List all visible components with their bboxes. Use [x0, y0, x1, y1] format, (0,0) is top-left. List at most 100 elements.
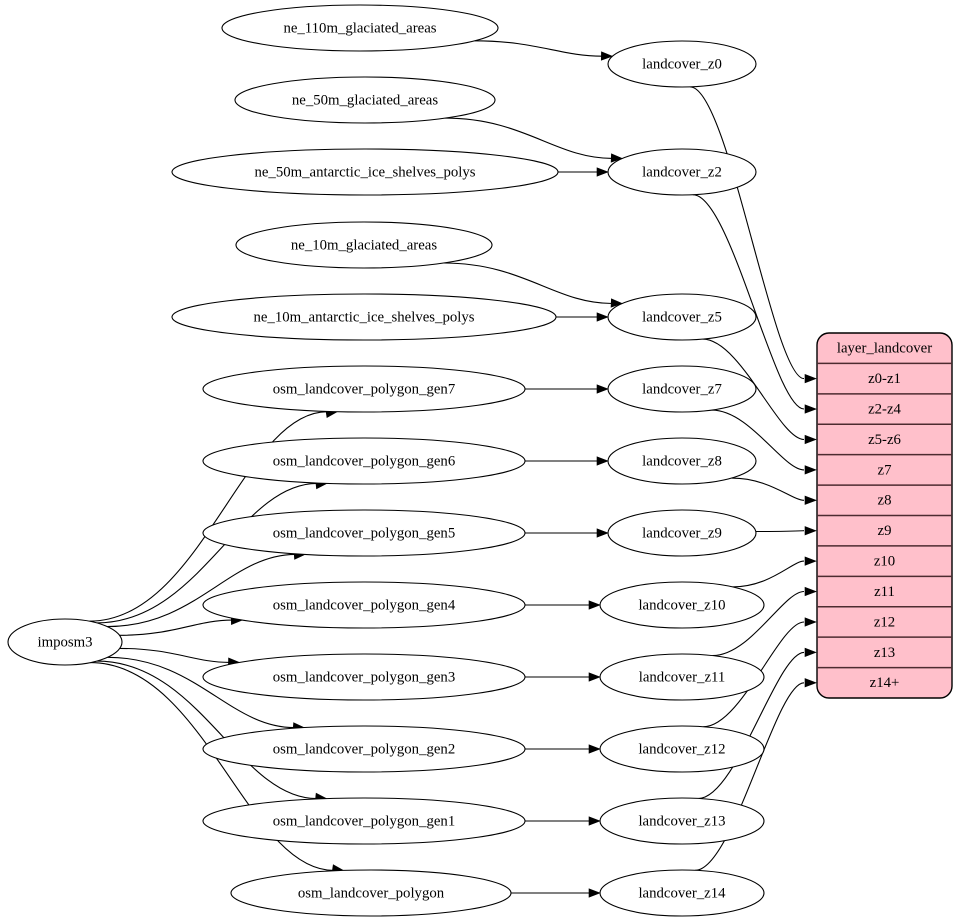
node-label-osm_landcover_polygon_gen3: osm_landcover_polygon_gen3 [273, 669, 455, 685]
node-label-ne_50m_glaciated_areas: ne_50m_glaciated_areas [292, 92, 438, 108]
edge-ne_50m_glaciated_areas-to-landcover_z2 [444, 117, 613, 159]
edge-osm_landcover_polygon_gen4-to-landcover_z10-arrowhead [588, 600, 601, 610]
edge-landcover_z0-to-z0-z1-arrowhead [804, 373, 817, 384]
edge-ne_50m_glaciated_areas-to-landcover_z2-arrowhead [610, 153, 624, 163]
edge-osm_landcover_polygon-to-landcover_z14-arrowhead [588, 888, 601, 898]
edge-imposm3-to-osm_landcover_polygon_gen5 [107, 553, 296, 628]
table-row-z11[interactable]: z11 [874, 584, 895, 600]
node-ne_50m_antarctic_ice_shelves_polys[interactable]: ne_50m_antarctic_ice_shelves_polys [171, 148, 559, 196]
node-label-osm_landcover_polygon_gen4: osm_landcover_polygon_gen4 [273, 597, 456, 613]
table-row-z5-z6[interactable]: z5-z6 [868, 432, 901, 448]
node-label-landcover_z11: landcover_z11 [639, 669, 726, 685]
edge-imposm3-to-osm_landcover_polygon_gen3 [119, 647, 230, 663]
node-landcover_z10[interactable]: landcover_z10 [599, 581, 765, 629]
node-label-osm_landcover_polygon_gen5: osm_landcover_polygon_gen5 [273, 525, 455, 541]
edge-landcover_z0-to-z0-z1 [690, 86, 805, 380]
node-label-osm_landcover_polygon_gen1: osm_landcover_polygon_gen1 [273, 813, 455, 829]
node-osm_landcover_polygon_gen2[interactable]: osm_landcover_polygon_gen2 [202, 725, 526, 773]
node-label-osm_landcover_polygon_gen2: osm_landcover_polygon_gen2 [273, 741, 455, 757]
edge-osm_landcover_polygon_gen3-to-landcover_z11-arrowhead [588, 672, 601, 682]
node-label-landcover_z9: landcover_z9 [642, 525, 722, 541]
table-row-z12[interactable]: z12 [874, 614, 895, 630]
node-label-landcover_z5: landcover_z5 [642, 309, 722, 325]
edge-landcover_z2-to-z2-z4-arrowhead [804, 404, 817, 414]
table-row-z7[interactable]: z7 [878, 462, 892, 478]
edge-imposm3-to-osm_landcover_polygon_gen4 [119, 619, 233, 636]
nodes-layer: imposm3 ne_110m_glaciated_areas ne_50m_gla… [7, 4, 765, 917]
node-label-landcover_z7: landcover_z7 [642, 381, 722, 397]
edge-ne_10m_glaciated_areas-to-landcover_z5 [443, 262, 613, 305]
edge-ne_10m_antarctic_ice_shelves_polys-to-landcover_z5-arrowhead [596, 312, 609, 322]
edge-landcover_z13-to-z13 [698, 651, 805, 800]
edge-landcover_z9-to-z9-arrowhead [804, 526, 817, 536]
edge-imposm3-to-osm_landcover_polygon_gen1 [96, 660, 317, 800]
node-label-ne_50m_antarctic_ice_shelves_polys: ne_50m_antarctic_ice_shelves_polys [254, 164, 475, 180]
table-row-z13[interactable]: z13 [874, 645, 895, 661]
node-imposm3[interactable]: imposm3 [7, 618, 123, 666]
node-label-osm_landcover_polygon: osm_landcover_polygon [298, 885, 445, 901]
edge-ne_110m_glaciated_areas-to-landcover_z0 [474, 40, 603, 57]
edge-landcover_z7-to-z7-arrowhead [804, 465, 817, 475]
node-ne_10m_antarctic_ice_shelves_polys[interactable]: ne_10m_antarctic_ice_shelves_polys [171, 293, 557, 341]
edge-ne_110m_glaciated_areas-to-landcover_z0-arrowhead [600, 51, 614, 61]
table-row-z9[interactable]: z9 [878, 523, 892, 539]
node-label-landcover_z14: landcover_z14 [638, 885, 726, 901]
node-landcover_z8[interactable]: landcover_z8 [607, 437, 757, 485]
edge-ne_10m_glaciated_areas-to-landcover_z5-arrowhead [610, 298, 624, 308]
table-row-z10[interactable]: z10 [874, 554, 895, 570]
node-landcover_z14[interactable]: landcover_z14 [599, 869, 765, 917]
node-osm_landcover_polygon_gen3[interactable]: osm_landcover_polygon_gen3 [202, 653, 526, 701]
node-landcover_z11[interactable]: landcover_z11 [599, 653, 765, 701]
edge-landcover_z9-to-z9 [755, 530, 805, 533]
node-landcover_z13[interactable]: landcover_z13 [599, 797, 765, 845]
edge-landcover_z12-to-z12-arrowhead [804, 617, 817, 627]
table-row-z8[interactable]: z8 [878, 493, 892, 509]
edge-imposm3-to-osm_landcover_polygon [90, 662, 334, 871]
node-ne_50m_glaciated_areas[interactable]: ne_50m_glaciated_areas [234, 76, 496, 124]
node-landcover_z12[interactable]: landcover_z12 [599, 725, 765, 773]
edge-landcover_z8-to-z8-arrowhead [804, 495, 817, 505]
node-label-osm_landcover_polygon_gen6: osm_landcover_polygon_gen6 [273, 453, 455, 469]
edge-landcover_z10-to-z10-arrowhead [804, 556, 817, 566]
node-label-ne_10m_glaciated_areas: ne_10m_glaciated_areas [291, 237, 437, 253]
edge-landcover_z10-to-z10 [732, 560, 805, 588]
node-ne_110m_glaciated_areas[interactable]: ne_110m_glaciated_areas [221, 4, 499, 52]
edge-landcover_z14-to-z14+ [695, 682, 805, 871]
node-label-imposm3: imposm3 [37, 634, 92, 650]
node-ne_10m_glaciated_areas[interactable]: ne_10m_glaciated_areas [235, 221, 493, 269]
node-landcover_z9[interactable]: landcover_z9 [607, 509, 757, 557]
node-osm_landcover_polygon_gen5[interactable]: osm_landcover_polygon_gen5 [202, 509, 526, 557]
node-label-landcover_z12: landcover_z12 [638, 741, 725, 757]
node-osm_landcover_polygon_gen4[interactable]: osm_landcover_polygon_gen4 [202, 581, 526, 629]
table-row-z0-z1[interactable]: z0-z1 [868, 371, 901, 387]
node-landcover_z0[interactable]: landcover_z0 [607, 40, 757, 88]
edge-osm_landcover_polygon_gen1-to-landcover_z13-arrowhead [588, 816, 601, 826]
table-row-z14+[interactable]: z14+ [870, 675, 900, 691]
table-header-label: layer_landcover [837, 341, 932, 357]
node-landcover_z2[interactable]: landcover_z2 [607, 148, 757, 196]
edge-osm_landcover_polygon_gen6-to-landcover_z8-arrowhead [596, 456, 609, 466]
node-osm_landcover_polygon_gen6[interactable]: osm_landcover_polygon_gen6 [202, 437, 526, 485]
edge-landcover_z8-to-z8 [731, 477, 805, 501]
node-landcover_z7[interactable]: landcover_z7 [607, 365, 757, 413]
node-label-landcover_z0: landcover_z0 [642, 56, 722, 72]
edge-landcover_z5-to-z5-z6 [702, 338, 805, 441]
node-landcover_z5[interactable]: landcover_z5 [607, 293, 757, 341]
node-osm_landcover_polygon[interactable]: osm_landcover_polygon [230, 869, 512, 917]
edge-landcover_z11-to-z11 [712, 590, 805, 657]
node-label-landcover_z13: landcover_z13 [638, 813, 725, 829]
node-label-landcover_z8: landcover_z8 [642, 453, 722, 469]
edge-imposm3-to-osm_landcover_polygon_gen7 [89, 411, 328, 622]
node-osm_landcover_polygon_gen7[interactable]: osm_landcover_polygon_gen7 [202, 365, 526, 413]
node-label-ne_10m_antarctic_ice_shelves_polys: ne_10m_antarctic_ice_shelves_polys [253, 309, 474, 325]
edge-landcover_z2-to-z2-z4 [692, 194, 805, 410]
edges-layer [89, 40, 817, 898]
table-node-layer-landcover[interactable]: layer_landcover z0-z1 z2-z4 z5-z6 z7 z8 z9 z10 z… [816, 332, 953, 699]
edge-landcover_z14-to-z14+-arrowhead [804, 678, 817, 688]
edge-osm_landcover_polygon_gen2-to-landcover_z12-arrowhead [588, 744, 601, 754]
edge-landcover_z13-to-z13-arrowhead [804, 647, 817, 658]
table-row-z2-z4[interactable]: z2-z4 [868, 401, 901, 417]
node-osm_landcover_polygon_gen1[interactable]: osm_landcover_polygon_gen1 [202, 797, 526, 845]
